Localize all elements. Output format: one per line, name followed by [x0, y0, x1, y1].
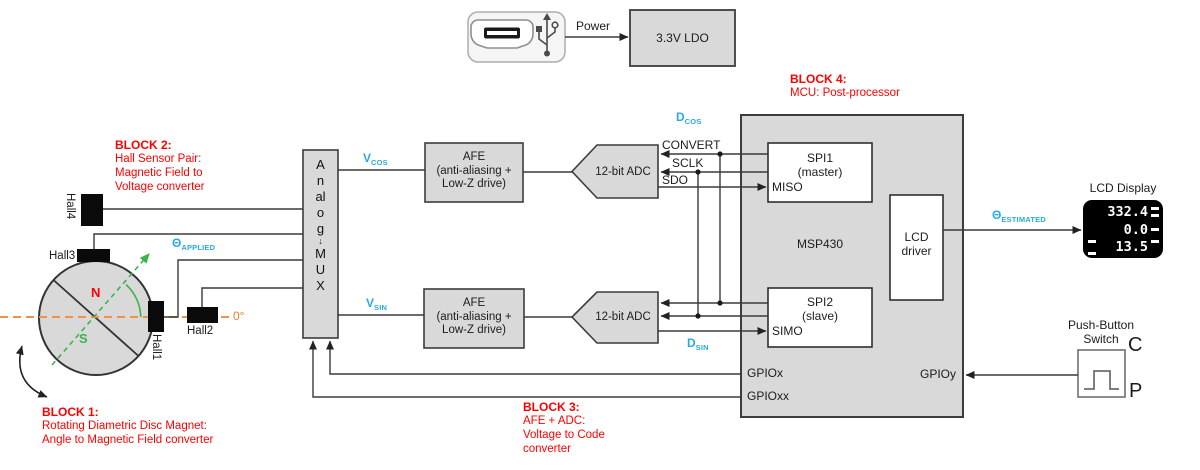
- afe2-label: AFE (anti-aliasing + Low-Z drive): [436, 297, 512, 336]
- analog-mux-box: [302, 149, 339, 339]
- north-pole-label: N: [91, 285, 101, 300]
- msp430-label: MSP430: [797, 237, 844, 251]
- gpioxx-wire: [309, 340, 741, 398]
- hall1-label: Hall1: [150, 334, 162, 361]
- ldo-box: [629, 9, 736, 67]
- adc1-label: 12-bit ADC: [595, 166, 651, 178]
- usb-connector-icon: [467, 11, 566, 63]
- spi1-label: SPI1 (master): [797, 151, 843, 179]
- adc2-label: 12-bit ADC: [595, 311, 651, 323]
- afe1-box: [424, 142, 524, 203]
- rotation-arrow: [15, 345, 48, 398]
- lcd-segment-dash: [1151, 240, 1159, 243]
- afe1-label: AFE (anti-aliasing + Low-Z drive): [436, 151, 512, 190]
- hall3-wire: [93, 233, 303, 249]
- push-button-p-label: P: [1129, 380, 1143, 402]
- theta-estimated-label: ΘESTIMATED: [992, 208, 1046, 224]
- block3-label: BLOCK 3: AFE + ADC: Voltage to Code conv…: [523, 400, 605, 455]
- spi2-box: [767, 287, 873, 348]
- gpiox-wire: [326, 340, 741, 375]
- wires: [93, 33, 1082, 398]
- spi2-label: SPI2 (slave): [801, 295, 838, 323]
- hall3-sensor: [77, 249, 110, 262]
- hall2-wire: [201, 287, 303, 307]
- dsin-label: DSIN: [687, 336, 709, 352]
- magnet-axis-arrow: [51, 253, 150, 366]
- hall4-label: Hall4: [64, 193, 76, 220]
- mux-select-arrow-icon: ↓: [318, 236, 323, 246]
- simo-label: SIMO: [772, 324, 803, 338]
- push-button-c-label: C: [1128, 334, 1143, 356]
- gpioxx-label: GPIOxx: [747, 389, 790, 403]
- hall3-label: Hall3: [49, 250, 76, 262]
- vsin-label: VSIN: [366, 296, 388, 312]
- lcd-segment-dash: [1151, 207, 1159, 210]
- ldo-label: 3.3V LDO: [656, 31, 709, 45]
- block1-label: BLOCK 1: Rotating Diametric Disc Magnet:…: [42, 405, 214, 446]
- lcd-driver-box: [889, 194, 944, 301]
- afe2-box: [423, 288, 525, 349]
- lcd-screen: [1083, 200, 1163, 258]
- block4-label: BLOCK 4: MCU: Post-processor: [790, 72, 900, 99]
- adc2-shape: [570, 291, 659, 344]
- adc1-shape: [570, 144, 659, 199]
- power-label: Power: [576, 19, 611, 33]
- analog-mux-label: Analog ↓ MUX: [303, 157, 338, 294]
- vcos-label: VCOS: [363, 151, 388, 167]
- gpiox-label: GPIOx: [747, 366, 784, 380]
- lcd-driver-label: LCD driver: [901, 230, 932, 258]
- usb-trident-icon: [536, 13, 559, 57]
- convert-label: CONVERT: [662, 138, 721, 152]
- pulse-icon: [1084, 370, 1119, 390]
- hall4-sensor: [81, 194, 103, 226]
- gpioy-label: GPIOy: [919, 367, 956, 381]
- lcd-segment-dash: [1151, 214, 1159, 217]
- junction-dots: [695, 151, 723, 319]
- sdo-label: SDO: [662, 173, 689, 187]
- zero-degree-label: 0°: [233, 309, 245, 323]
- push-button-box: [1077, 349, 1126, 398]
- hall1-sensor: [148, 301, 164, 332]
- dcos-label: DCOS: [676, 110, 702, 126]
- theta-applied-label: ΘAPPLIED: [172, 236, 216, 252]
- lcd-segment-dash: [1088, 252, 1096, 255]
- lcd-display-readout: 332.4 0.0 13.5: [1107, 204, 1148, 255]
- hall-sensors: [77, 194, 218, 332]
- sclk-label: SCLK: [672, 156, 704, 170]
- hall1-wire: [164, 259, 303, 318]
- miso-label: MISO: [772, 180, 803, 194]
- south-pole-label: S: [79, 331, 88, 346]
- lcd-display-title: LCD Display: [1089, 181, 1157, 195]
- block2-label: BLOCK 2: Hall Sensor Pair: Magnetic Fiel…: [115, 138, 205, 193]
- lcd-segment-dash: [1151, 228, 1159, 231]
- push-button-title: Push-Button Switch: [1067, 318, 1135, 346]
- hall2-label: Hall2: [187, 325, 214, 337]
- hall2-sensor: [187, 307, 218, 323]
- applied-angle-arc: [125, 284, 142, 318]
- lcd-segment-dash: [1088, 240, 1096, 243]
